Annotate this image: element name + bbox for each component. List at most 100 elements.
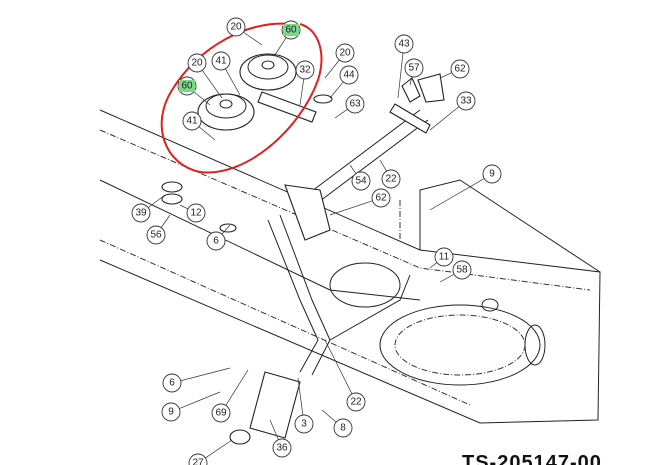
leader-line xyxy=(299,78,305,106)
leader-line xyxy=(274,37,287,56)
drawing-code: TS-205147-00 xyxy=(462,452,602,465)
highlight-mark xyxy=(283,24,299,36)
leader-line xyxy=(269,419,279,440)
callout-label: 9 xyxy=(168,407,174,418)
leader-line xyxy=(329,81,344,99)
callout-label: 20 xyxy=(191,58,203,69)
leader-line xyxy=(349,164,357,174)
callout-circle xyxy=(188,453,208,465)
leader-line xyxy=(180,367,231,382)
callout-circle xyxy=(294,414,314,434)
callout-circle xyxy=(146,225,166,245)
callout-circle xyxy=(346,392,366,412)
leader-line xyxy=(324,339,353,395)
callout-22: 22 xyxy=(324,339,366,412)
leader-line xyxy=(201,70,223,99)
callout-circle xyxy=(339,65,359,85)
callout-label: 57 xyxy=(408,63,420,74)
callout-label: 32 xyxy=(299,65,311,76)
leader-line xyxy=(297,377,304,416)
callout-label: 6 xyxy=(169,378,175,389)
callout-label: 33 xyxy=(460,96,472,107)
leader-line xyxy=(324,59,340,79)
red-highlight-outline xyxy=(160,22,323,174)
leader-line xyxy=(225,369,249,406)
callout-60: 60 xyxy=(274,20,301,56)
callout-circle xyxy=(272,438,292,458)
leader-line xyxy=(225,68,241,96)
leader-line xyxy=(160,214,171,228)
callout-label: 12 xyxy=(190,208,202,219)
callout-label: 22 xyxy=(385,174,397,185)
leader-line xyxy=(221,224,231,235)
leader-line xyxy=(329,200,373,216)
callout-label: 62 xyxy=(454,64,466,75)
callout-36: 36 xyxy=(269,419,292,458)
callout-circle xyxy=(371,188,391,208)
callout-circle xyxy=(452,260,472,280)
leader-line xyxy=(439,72,452,79)
callout-circle xyxy=(456,91,476,111)
callout-41: 41 xyxy=(211,51,241,96)
callout-circle xyxy=(450,59,470,79)
callout-3: 3 xyxy=(294,377,314,434)
callout-circle xyxy=(206,231,226,251)
callout-12: 12 xyxy=(179,203,206,223)
callout-20: 20 xyxy=(324,43,355,79)
callout-circle xyxy=(161,402,181,422)
callout-33: 33 xyxy=(429,91,476,131)
grip-handle xyxy=(229,371,301,445)
callout-63: 63 xyxy=(334,94,365,119)
leader-line xyxy=(205,439,233,459)
callout-label: 41 xyxy=(215,56,227,67)
callout-circle xyxy=(351,171,371,191)
callout-label: 11 xyxy=(439,252,450,263)
callout-20: 20 xyxy=(187,53,223,99)
callout-62: 62 xyxy=(329,188,391,216)
callout-57: 57 xyxy=(404,58,424,86)
callout-label: 54 xyxy=(355,176,367,187)
callout-label: 9 xyxy=(489,169,495,180)
callout-62: 62 xyxy=(439,59,470,79)
leader-line xyxy=(193,91,211,106)
callout-circle xyxy=(162,373,182,393)
leader-line xyxy=(243,31,263,46)
callout-label: 20 xyxy=(339,48,351,59)
callout-label: 20 xyxy=(230,22,242,33)
callout-label: 63 xyxy=(349,99,361,110)
callout-label: 3 xyxy=(301,419,307,430)
leader-line xyxy=(179,204,189,210)
callout-69: 69 xyxy=(211,369,249,423)
callout-circle xyxy=(211,51,231,71)
leader-line xyxy=(379,159,387,172)
callout-circle xyxy=(335,43,355,63)
callout-circle xyxy=(187,53,207,73)
callout-circle xyxy=(295,60,315,80)
leader-line xyxy=(321,409,337,423)
callout-6: 6 xyxy=(162,367,231,393)
callout-6: 6 xyxy=(206,224,231,251)
callout-label: 62 xyxy=(375,193,387,204)
leader-line xyxy=(429,106,460,131)
leader-line xyxy=(334,108,348,119)
leader-line xyxy=(409,76,413,86)
callout-54: 54 xyxy=(349,164,371,191)
callout-20: 20 xyxy=(226,17,263,46)
callout-11: 11 xyxy=(429,247,454,269)
callout-label: 39 xyxy=(135,208,147,219)
callout-label: 43 xyxy=(398,39,410,50)
callout-label: 8 xyxy=(340,423,346,434)
callout-label: 27 xyxy=(192,458,204,465)
shift-lever xyxy=(267,109,429,376)
callout-circle xyxy=(482,164,502,184)
callout-58: 58 xyxy=(439,260,472,283)
callout-label: 41 xyxy=(186,116,198,127)
callout-label: 6 xyxy=(213,236,219,247)
callout-label: 56 xyxy=(150,230,162,241)
idler-pulleys xyxy=(161,53,445,233)
callout-label: 22 xyxy=(350,397,362,408)
callout-circle xyxy=(131,203,151,223)
callout-32: 32 xyxy=(295,60,315,106)
